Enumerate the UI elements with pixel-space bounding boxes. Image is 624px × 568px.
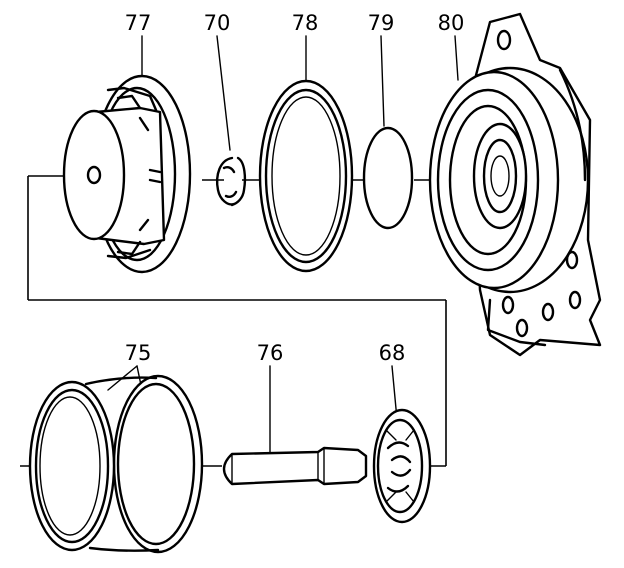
housing-part-80: [428, 12, 602, 357]
shaft-part-76: [222, 446, 368, 486]
part-number-78: 78: [292, 11, 319, 35]
part-number-70: 70: [204, 11, 231, 35]
impeller-disc-part-68: [372, 408, 432, 524]
part-number-75: 75: [125, 341, 152, 365]
part-number-80: 80: [438, 11, 465, 35]
part-number-76: 76: [257, 341, 284, 365]
disc-part-79: [362, 126, 414, 230]
part-number-68: 68: [379, 341, 406, 365]
snap-ring-part-70: [216, 156, 247, 207]
part-number-77: 77: [125, 11, 152, 35]
cover-part-77: [62, 74, 192, 274]
seal-rings-part-75: [28, 374, 204, 554]
ring-part-78: [258, 79, 354, 273]
part-number-79: 79: [368, 11, 395, 35]
